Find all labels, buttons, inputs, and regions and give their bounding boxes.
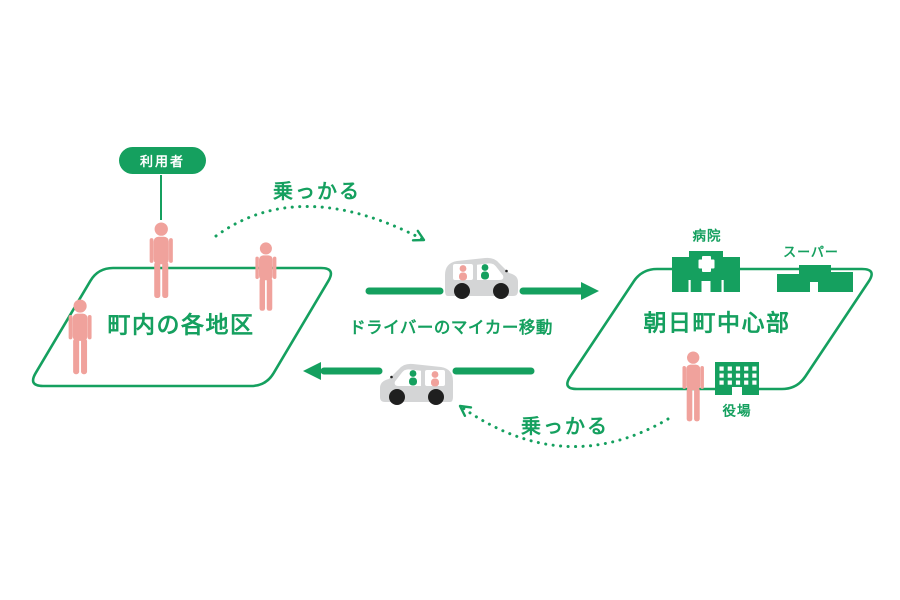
driver-trip-caption: ドライバーのマイカー移動 [349, 318, 553, 337]
supermarket-label: スーパー [783, 244, 839, 260]
supermarket-icon [777, 265, 853, 292]
town-hall-icon [715, 362, 759, 395]
user-badge: 利用者 [119, 147, 206, 174]
person-icon-resident-2 [255, 242, 277, 311]
arrow-leftward [303, 362, 535, 380]
dotted-arc-bottom [458, 404, 670, 449]
car-icon-outbound [445, 257, 518, 299]
town-hall-label: 役場 [722, 403, 752, 419]
person-icon-town-center [682, 351, 704, 422]
right-area-outline [566, 267, 873, 391]
ride-on-label-bottom: 乗っかる [521, 416, 609, 438]
left-area-label: 町内の各地区 [107, 311, 255, 338]
dotted-arc-top [214, 205, 426, 242]
car-icon-return [380, 363, 453, 405]
arrow-rightward [365, 282, 599, 300]
hospital-icon [672, 251, 740, 292]
hospital-label: 病院 [692, 228, 722, 244]
person-icon-user [149, 222, 173, 298]
left-area-outline [31, 266, 333, 388]
ride-on-label-top: 乗っかる [273, 181, 361, 203]
right-area-label: 朝日町中心部 [643, 309, 791, 336]
